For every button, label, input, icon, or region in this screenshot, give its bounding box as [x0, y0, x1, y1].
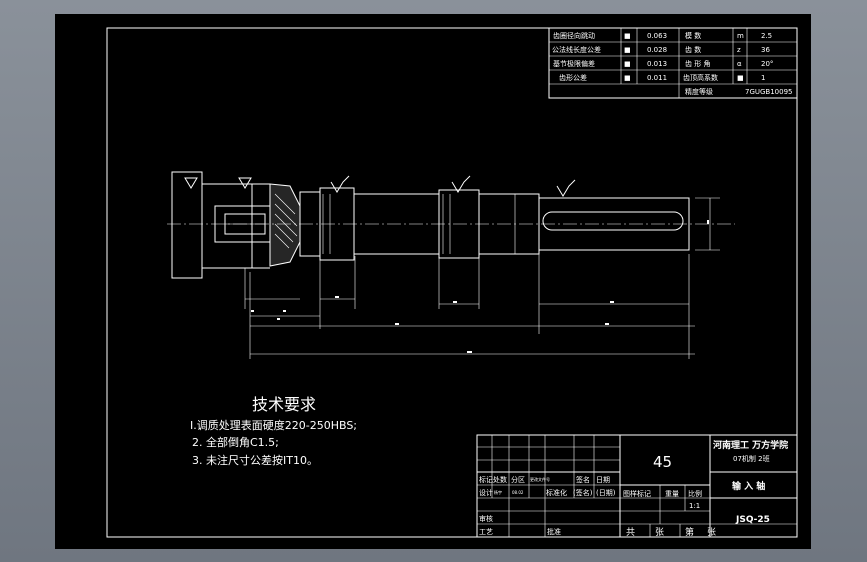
designer-name: 杨宇 [494, 489, 502, 495]
param-row-2-name-value: 36 [761, 46, 770, 54]
param-row-1-label: 齿圈径向跳动 [553, 31, 595, 40]
tech-note-1: I.调质处理表面硬度220-250HBS; [190, 418, 357, 432]
parameter-table: 齿圈径向跳动 ■ 0.063 模 数 m 2.5 公法线长度公差 ■ 0.028… [548, 27, 798, 99]
scale-label: 比例 [688, 489, 702, 498]
material-value: 45 [653, 453, 672, 471]
param-row-2-name: 齿 数 [685, 45, 701, 54]
tech-title: 技术要求 [252, 395, 316, 414]
param-row-3-label: 基节极限偏差 [553, 59, 595, 68]
param-row-1-name-symbol: m [737, 32, 744, 40]
sheets-label: 张 [655, 527, 664, 538]
shaft-end-flange [171, 171, 203, 279]
param-row-4-symbol: ■ [624, 74, 631, 82]
total-label: 共 [626, 527, 635, 538]
header-date: 日期 [596, 476, 610, 484]
signature-placeholder: (签名) [573, 488, 593, 497]
standardization-label: 标准化 [546, 488, 567, 497]
shaft-drawing [167, 171, 735, 359]
review-label: 审核 [479, 514, 493, 523]
param-row-2-value: 0.028 [647, 46, 667, 54]
page-label: 第 [685, 526, 694, 538]
param-row-4-value: 0.011 [647, 74, 667, 82]
param-row-1-name: 模 数 [685, 31, 701, 40]
process-label: 工艺 [479, 528, 493, 536]
param-row-3-symbol: ■ [624, 60, 631, 68]
header-change-doc: 更改文件号 [530, 476, 550, 482]
header-count: 处数 [493, 475, 507, 484]
param-row-4-name-symbol: ■ [737, 74, 744, 82]
weight-label: 重量 [665, 490, 679, 498]
accuracy-value: 7GUGB10095 [745, 88, 793, 96]
approve-label: 批准 [547, 527, 561, 536]
param-row-3-value: 0.013 [647, 60, 667, 68]
param-row-2-name-symbol: z [737, 46, 741, 54]
class-name: 07机制 2班 [733, 454, 770, 463]
page-unit: 张 [707, 527, 716, 538]
keyway-slot [542, 211, 684, 231]
param-row-3-name: 齿 形 角 [685, 59, 710, 68]
design-date: 08.02 [512, 490, 524, 495]
title-block: 标记 处数 分区 更改文件号 签名 日期 设计 杨宇 08.02 标准化 (签名… [476, 434, 798, 538]
date-placeholder: (日期) [596, 489, 616, 497]
param-row-4-name: 齿顶高系数 [683, 73, 718, 82]
header-zone: 分区 [511, 475, 525, 484]
header-signature: 签名 [576, 475, 590, 484]
param-row-1-value: 0.063 [647, 32, 667, 40]
param-row-1-symbol: ■ [624, 32, 631, 40]
drawing-number: JSQ-25 [735, 515, 770, 525]
design-label: 设计 [479, 488, 493, 497]
tech-note-3: 3. 未注尺寸公差按IT10。 [192, 453, 318, 467]
technical-requirements: 技术要求 I.调质处理表面硬度220-250HBS; 2. 全部倒角C1.5; … [190, 395, 357, 467]
header-mark: 标记 [479, 475, 493, 484]
param-row-3-name-symbol: α [737, 60, 742, 68]
tech-note-2: 2. 全部倒角C1.5; [192, 435, 279, 449]
param-row-3-name-value: 20° [761, 60, 773, 68]
param-row-4-label: 齿形公差 [559, 73, 587, 82]
scale-value: 1:1 [689, 502, 700, 510]
part-name: 输 入 轴 [732, 480, 765, 492]
drawing-sheet: 齿圈径向跳动 ■ 0.063 模 数 m 2.5 公法线长度公差 ■ 0.028… [55, 14, 811, 549]
accuracy-label: 精度等级 [685, 87, 713, 96]
drawing-frame [106, 27, 798, 538]
param-row-2-symbol: ■ [624, 46, 631, 54]
school-name: 河南理工 万方学院 [713, 439, 788, 451]
stage-label: 图样标记 [623, 489, 651, 498]
param-row-1-name-value: 2.5 [761, 32, 772, 40]
param-row-4-name-value: 1 [761, 74, 765, 82]
drawing-canvas: 齿圈径向跳动 ■ 0.063 模 数 m 2.5 公法线长度公差 ■ 0.028… [106, 27, 798, 538]
param-row-2-label: 公法线长度公差 [552, 45, 601, 54]
